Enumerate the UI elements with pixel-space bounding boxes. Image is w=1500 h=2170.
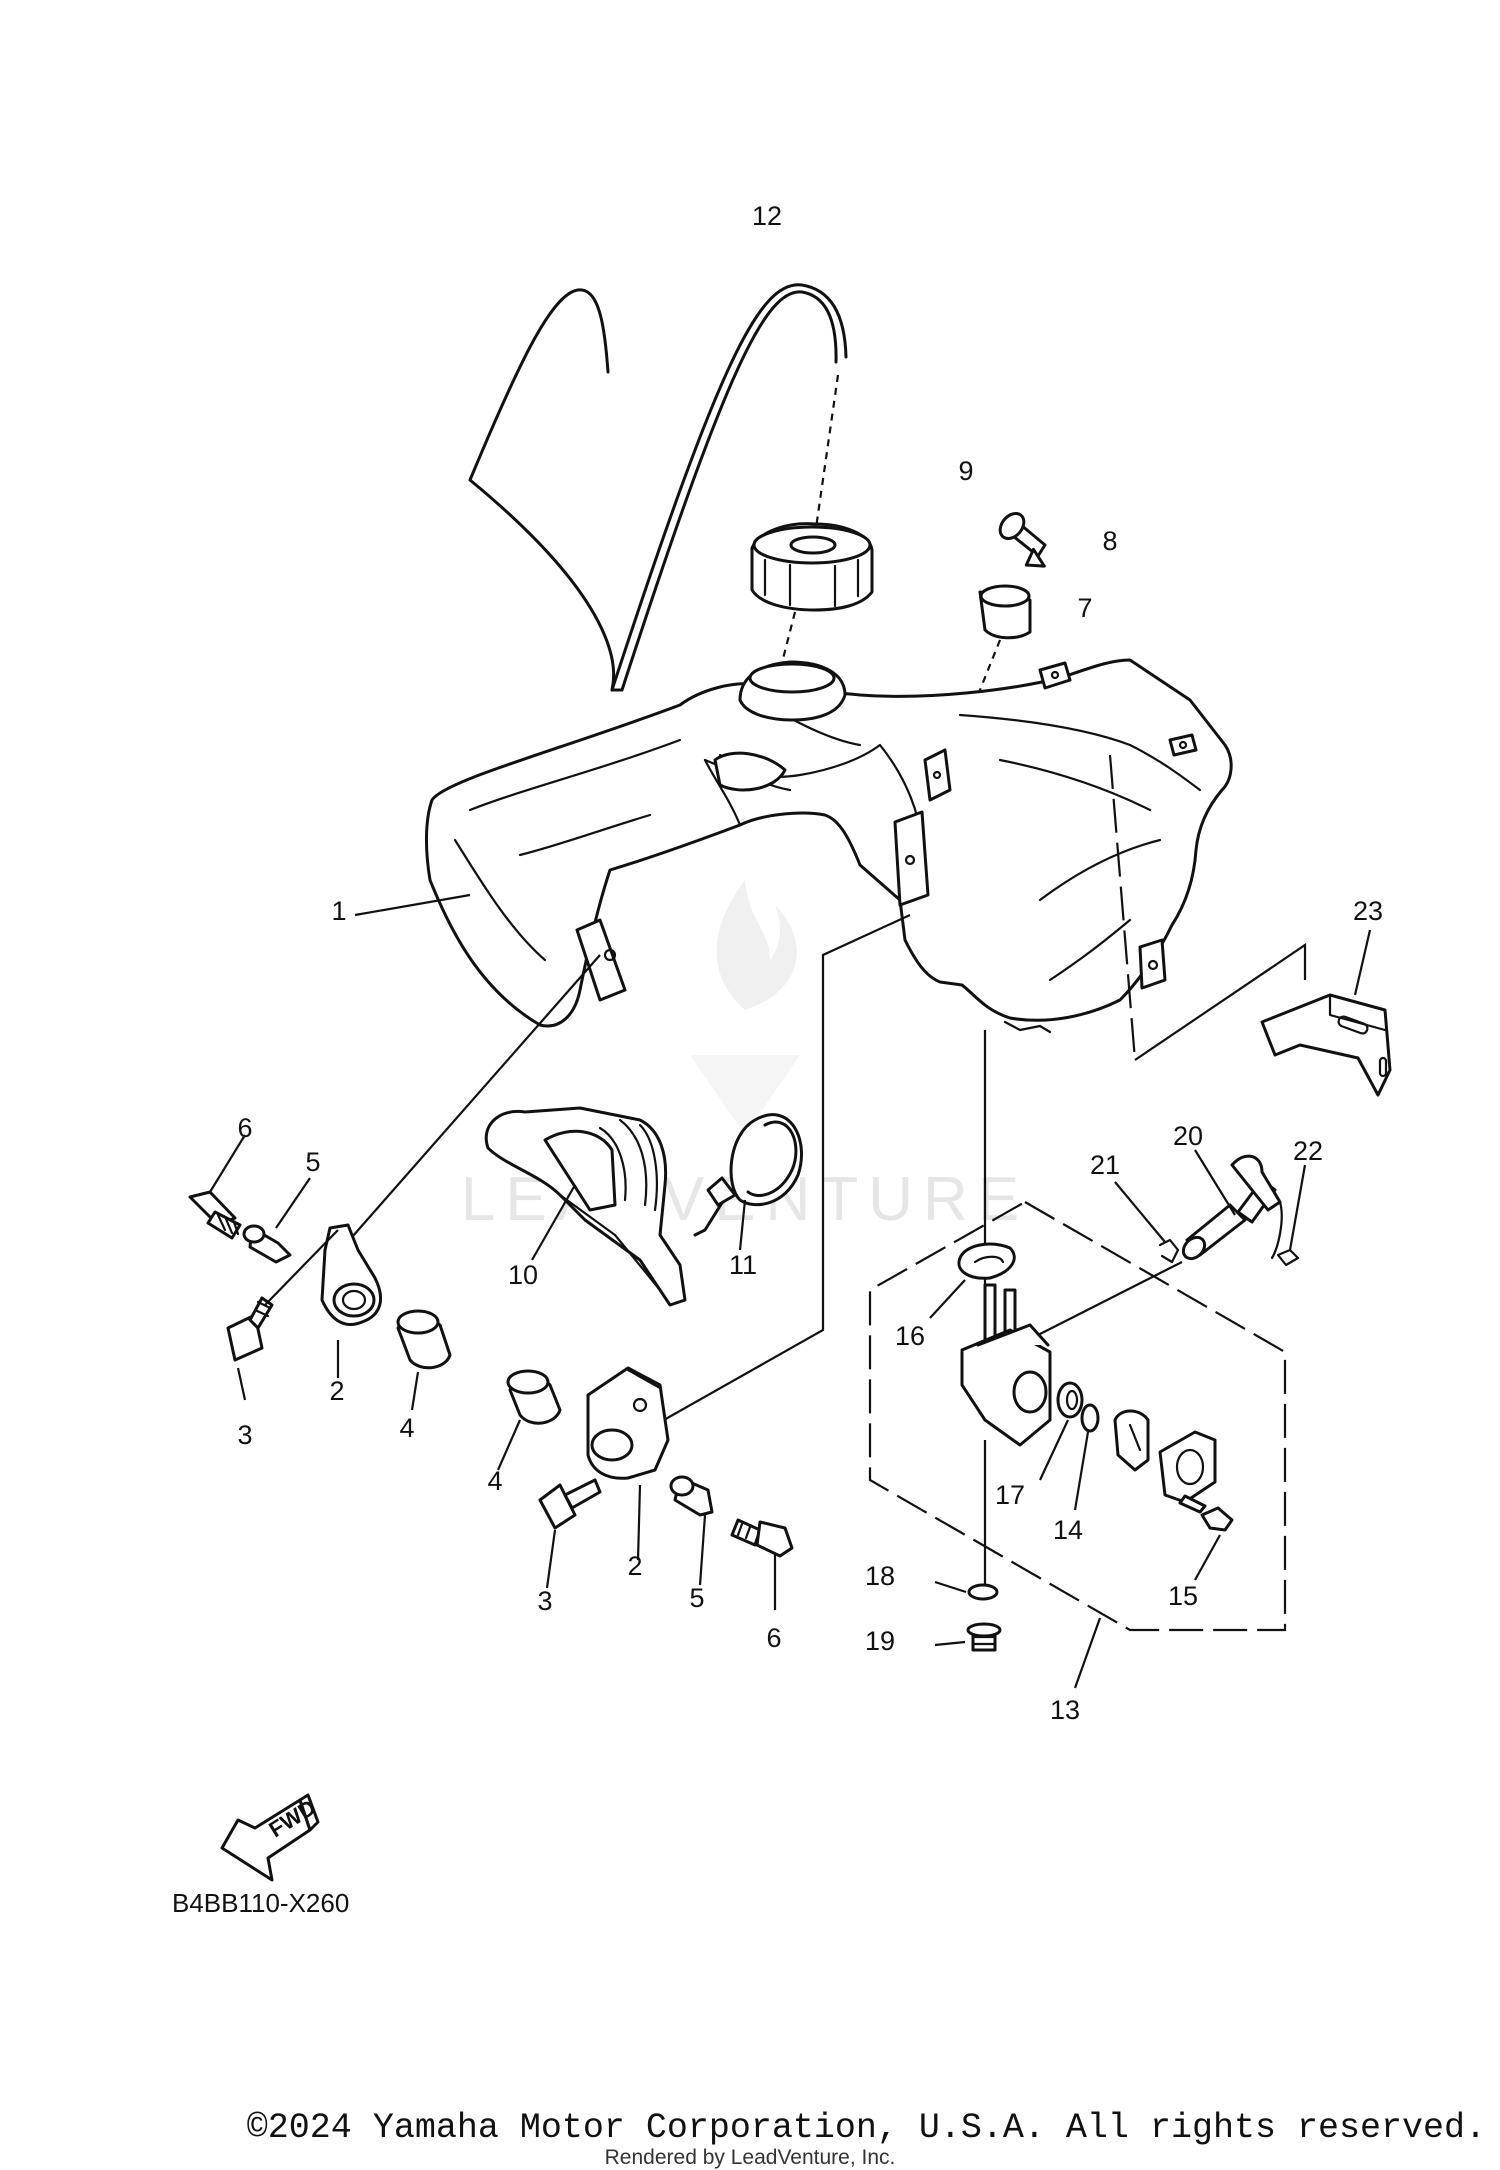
callout-4-right: 4 [487, 1466, 502, 1496]
fuel-cock-body[interactable] [960, 1283, 1052, 1447]
leader-4-right [496, 1419, 522, 1471]
leader-5-right [698, 1514, 707, 1586]
screw-19[interactable] [966, 1622, 1002, 1652]
leader-5-left [275, 1177, 311, 1229]
screw-15[interactable] [1178, 1494, 1234, 1532]
callout-2-right: 2 [627, 1551, 642, 1581]
callout-19: 19 [865, 1626, 895, 1656]
callout-13: 13 [1050, 1695, 1080, 1725]
washer-18[interactable] [967, 1583, 999, 1601]
leader-3-to-bracket-left [264, 1229, 339, 1306]
rendered-by-notice: Rendered by LeadVenture, Inc. [604, 2146, 896, 2169]
fuel-cock-gasket-17[interactable] [1056, 1381, 1084, 1419]
callouts: 1 2 2 3 3 4 4 5 5 6 6 7 8 9 10 11 12 13 … [237, 201, 1383, 1725]
callout-3-left: 3 [237, 1420, 252, 1450]
leader-20 [1194, 1149, 1236, 1216]
callout-20: 20 [1173, 1121, 1203, 1151]
callout-11: 11 [729, 1250, 757, 1280]
leader-tank-to-bracket-23 [1108, 754, 1137, 1061]
callout-2-left: 2 [329, 1376, 344, 1406]
fwd-arrow-icon: FWD [220, 1793, 320, 1882]
leader-4-left [410, 1371, 420, 1411]
callout-15: 15 [1168, 1581, 1198, 1611]
bolt-3-right[interactable] [538, 1478, 602, 1530]
damper-4-left[interactable] [396, 1309, 452, 1370]
leader-15 [1194, 1534, 1221, 1581]
fuel-tank-band[interactable] [693, 1113, 803, 1237]
callout-21: 21 [1090, 1150, 1120, 1180]
callout-8: 8 [1102, 526, 1117, 556]
leader-3-right [545, 1529, 557, 1589]
o-ring-14[interactable] [1080, 1403, 1100, 1433]
callout-1: 1 [331, 896, 346, 926]
callout-5-left: 5 [305, 1147, 320, 1177]
leader-bracket-23 [1134, 942, 1307, 1061]
fuel-pipe-joint[interactable] [1179, 1154, 1283, 1263]
leader-17 [1039, 1419, 1069, 1481]
leader-tank-to-mount-right [654, 914, 911, 1426]
fuel-tank[interactable] [425, 658, 1233, 1034]
callout-17: 17 [995, 1480, 1025, 1510]
leader-14 [1073, 1431, 1090, 1511]
callout-14: 14 [1053, 1515, 1083, 1545]
collar-5-left[interactable] [242, 1224, 292, 1264]
tank-bracket[interactable] [1260, 993, 1392, 1097]
bolt-3-left[interactable] [226, 1296, 274, 1362]
leader-11 [738, 1199, 747, 1251]
leader-10 [531, 1184, 576, 1261]
callout-7: 7 [1077, 593, 1092, 623]
leader-1 [354, 893, 471, 917]
leader-19 [934, 1640, 966, 1647]
leader-2-right [636, 1484, 642, 1561]
fuel-cock-gasket[interactable] [957, 1242, 1016, 1280]
bolt-6-left[interactable] [188, 1190, 242, 1240]
callout-22: 22 [1293, 1136, 1323, 1166]
copyright-notice: ©2024 Yamaha Motor Corporation, U.S.A. A… [246, 2108, 1486, 2148]
leader-21 [1114, 1181, 1166, 1243]
fuel-tank-clip[interactable] [484, 1106, 687, 1307]
leader-cock-to-21 [1037, 1261, 1183, 1336]
callout-3-right: 3 [537, 1586, 552, 1616]
callout-18: 18 [865, 1561, 895, 1591]
callout-23: 23 [1353, 896, 1383, 926]
clip-22[interactable] [1276, 1248, 1300, 1267]
leader-22 [1288, 1164, 1307, 1251]
leader-23 [1353, 929, 1372, 996]
leader-6-left [209, 1134, 246, 1193]
collar-5-right[interactable] [669, 1475, 714, 1517]
leader-13 [1073, 1617, 1102, 1689]
diagram-code: B4BB110-X260 [172, 1888, 349, 1918]
clip-21[interactable] [1158, 1238, 1180, 1264]
bolt-6-right[interactable] [730, 1518, 794, 1558]
fuel-tank-cap[interactable] [750, 522, 874, 612]
leader-3-left [236, 1367, 247, 1401]
leader-16 [929, 1279, 966, 1319]
breather-hose[interactable] [468, 283, 848, 692]
bracket-2-right[interactable] [586, 1366, 670, 1480]
leadventure-flame-icon [690, 880, 800, 1135]
damper-4-right[interactable] [506, 1369, 562, 1425]
leader-tank-to-mount-left [344, 954, 601, 1246]
callout-12: 12 [752, 201, 782, 231]
callout-6-right: 6 [766, 1623, 781, 1653]
fuel-cock-assembly-outline [868, 1200, 1287, 1632]
callout-4-left: 4 [399, 1413, 414, 1443]
callout-9: 9 [958, 456, 973, 486]
leader-hose-to-cap [813, 374, 840, 536]
callout-16: 16 [895, 1321, 925, 1351]
fuel-cock-lever[interactable] [1113, 1409, 1150, 1472]
fuel-cock-plate[interactable] [1158, 1430, 1217, 1504]
tank-bolt[interactable] [995, 509, 1047, 574]
leader-18 [934, 1580, 967, 1594]
callout-5-right: 5 [689, 1583, 704, 1613]
tank-collar[interactable] [978, 584, 1032, 640]
callout-6-left: 6 [237, 1113, 252, 1143]
bracket-2-left[interactable] [320, 1223, 383, 1326]
callout-10: 10 [508, 1260, 538, 1290]
